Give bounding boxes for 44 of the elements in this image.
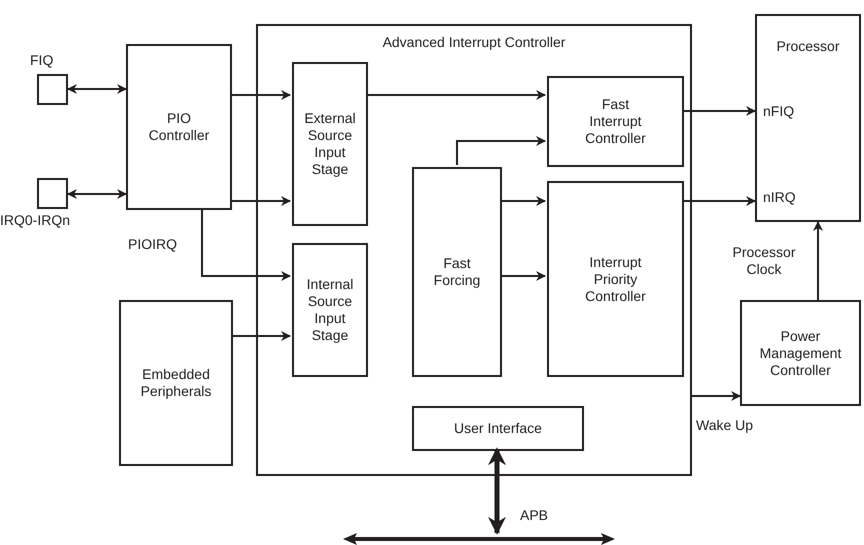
block-label: Internal Source Input Stage — [306, 276, 354, 344]
arrow — [682, 196, 756, 206]
arrow — [67, 189, 127, 199]
arrow — [201, 210, 291, 281]
arrow — [500, 196, 546, 206]
pin-square — [37, 74, 68, 105]
block-label: PIO Controller — [148, 110, 210, 144]
block-box — [292, 243, 368, 377]
arrow — [67, 84, 127, 94]
arrow — [233, 331, 291, 341]
block-box — [412, 406, 584, 451]
arrow — [682, 106, 756, 116]
block-label: Fast Interrupt Controller — [585, 96, 646, 147]
arrow — [500, 271, 546, 281]
block-label: Fast Forcing — [434, 255, 480, 289]
arrow — [232, 90, 291, 100]
block-label: Power Management Controller — [760, 328, 842, 378]
block-box — [412, 167, 502, 377]
bus-arrow — [343, 533, 615, 545]
block-box — [755, 14, 861, 222]
block-box — [740, 300, 861, 406]
block-box — [547, 181, 684, 377]
block-box — [292, 62, 368, 226]
pin-label: nFIQ — [763, 103, 794, 120]
block-title: Processor — [775, 38, 841, 55]
controller-frame — [256, 24, 692, 476]
block-label: Interrupt Priority Controller — [585, 254, 646, 304]
arrow — [232, 196, 291, 206]
block-title: Advanced Interrupt Controller — [382, 34, 566, 51]
pin-name: IRQ0-IRQn — [0, 212, 72, 229]
pin-square — [37, 178, 68, 209]
arrow — [813, 221, 823, 300]
pin-label: nIRQ — [763, 189, 796, 206]
block-label: External Source Input Stage — [304, 110, 356, 178]
block-box — [547, 76, 684, 167]
arrow — [692, 391, 741, 401]
arrow — [456, 136, 546, 165]
block-label: User Interface — [454, 420, 542, 437]
block-label: Embedded Peripherals — [140, 366, 212, 400]
block-box — [119, 300, 233, 466]
pin-name: FIQ — [30, 52, 54, 69]
block-box — [126, 44, 232, 210]
arrow — [366, 90, 546, 100]
arrow — [488, 447, 506, 535]
